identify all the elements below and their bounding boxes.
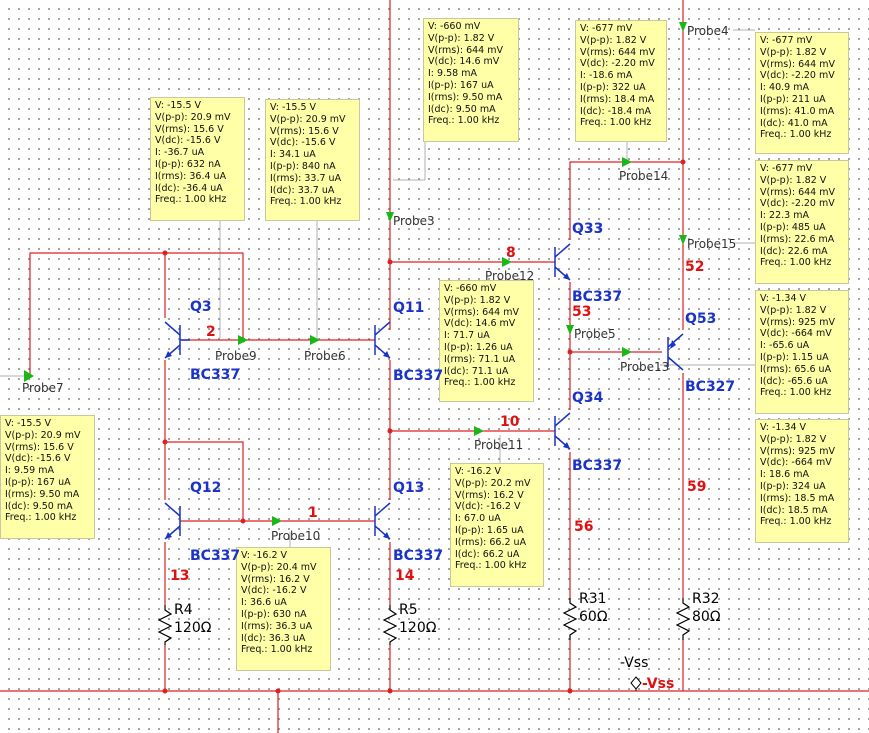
- q13-model: BC337: [393, 548, 444, 564]
- q34-model: BC337: [572, 458, 623, 474]
- q34-symbol: [554, 412, 571, 450]
- r5-symbol: [382, 605, 398, 645]
- q53-name[interactable]: Q53: [685, 311, 717, 327]
- q33-name[interactable]: Q33: [572, 221, 604, 237]
- r32-symbol: [675, 598, 691, 640]
- node-label-14: 14: [395, 568, 415, 584]
- node-label-59: 59: [687, 479, 707, 495]
- probe3-arrow: [386, 212, 394, 222]
- node-label-13: 13: [170, 568, 190, 584]
- q12-model: BC337: [190, 548, 241, 564]
- probe7-arrow: [24, 370, 34, 382]
- r4-symbol: [157, 605, 173, 645]
- q12-name[interactable]: Q12: [190, 480, 222, 496]
- probe13-label[interactable]: Probe13: [620, 360, 670, 374]
- probe14-arrow: [622, 157, 632, 167]
- node-label-1: 1: [308, 505, 318, 521]
- node-label-53: 53: [572, 304, 592, 320]
- probe3-label[interactable]: Probe3: [393, 214, 435, 228]
- probe10-arrow: [272, 516, 282, 526]
- q11-symbol: [374, 321, 391, 359]
- r32-value: 80Ω: [692, 609, 721, 625]
- vss-name[interactable]: -Vss: [620, 655, 649, 671]
- node-label-8: 8: [506, 245, 516, 261]
- r5-name[interactable]: R5: [399, 602, 418, 618]
- probe11-label[interactable]: Probe11: [474, 438, 524, 452]
- probe9-arrow: [238, 335, 248, 345]
- emitter-arrows: [165, 273, 676, 539]
- node-label-52: 52: [685, 259, 705, 275]
- probe13-arrow: [622, 347, 632, 357]
- r31-name[interactable]: R31: [579, 591, 607, 607]
- q11-model: BC337: [393, 368, 444, 384]
- r31-symbol: [562, 598, 578, 640]
- probe14-label[interactable]: Probe14: [619, 169, 669, 183]
- probe15-arrow: [679, 235, 687, 245]
- transistor-symbols: [164, 243, 684, 540]
- resistor-symbols: [157, 598, 691, 645]
- probe-leader-lines: [0, 29, 755, 548]
- q13-name[interactable]: Q13: [393, 480, 425, 496]
- probe12-arrow: [502, 257, 512, 267]
- vss-port-symbol: [630, 676, 642, 691]
- r4-value: 120Ω: [174, 620, 212, 636]
- q3-model: BC337: [190, 367, 241, 383]
- probe5-label[interactable]: Probe5: [574, 327, 616, 341]
- probe10-label[interactable]: Probe10: [271, 529, 321, 543]
- q34-name[interactable]: Q34: [572, 390, 604, 406]
- r32-name[interactable]: R32: [692, 591, 720, 607]
- probe6-label[interactable]: Probe6: [304, 349, 346, 363]
- probe9-label[interactable]: Probe9: [215, 349, 257, 363]
- q11-name[interactable]: Q11: [393, 300, 425, 316]
- probe11-arrow: [474, 426, 484, 436]
- probe4-arrow: [679, 22, 687, 32]
- probe15-label[interactable]: Probe15: [687, 237, 737, 251]
- probe7-label[interactable]: Probe7: [22, 381, 64, 395]
- r5-value: 120Ω: [399, 620, 437, 636]
- node-label-2: 2: [206, 324, 216, 340]
- q33-model: BC337: [572, 289, 623, 305]
- node-label-10: 10: [500, 414, 520, 430]
- probe-arrows: [24, 22, 687, 526]
- probe4-label[interactable]: Probe4: [687, 24, 729, 38]
- r4-name[interactable]: R4: [174, 602, 193, 618]
- probe12-label[interactable]: Probe12: [485, 269, 535, 283]
- q53-symbol: [667, 333, 684, 371]
- q33-symbol: [554, 243, 571, 281]
- r31-value: 60Ω: [579, 609, 608, 625]
- probe6-arrow: [310, 335, 320, 345]
- q13-symbol: [374, 502, 391, 540]
- node-label-56: 56: [574, 519, 594, 535]
- probe5-arrow: [566, 325, 574, 335]
- vss-port-label[interactable]: -Vss: [642, 676, 675, 692]
- q53-model: BC327: [685, 379, 736, 395]
- q3-name[interactable]: Q3: [190, 299, 212, 315]
- q12-symbol: [164, 502, 181, 540]
